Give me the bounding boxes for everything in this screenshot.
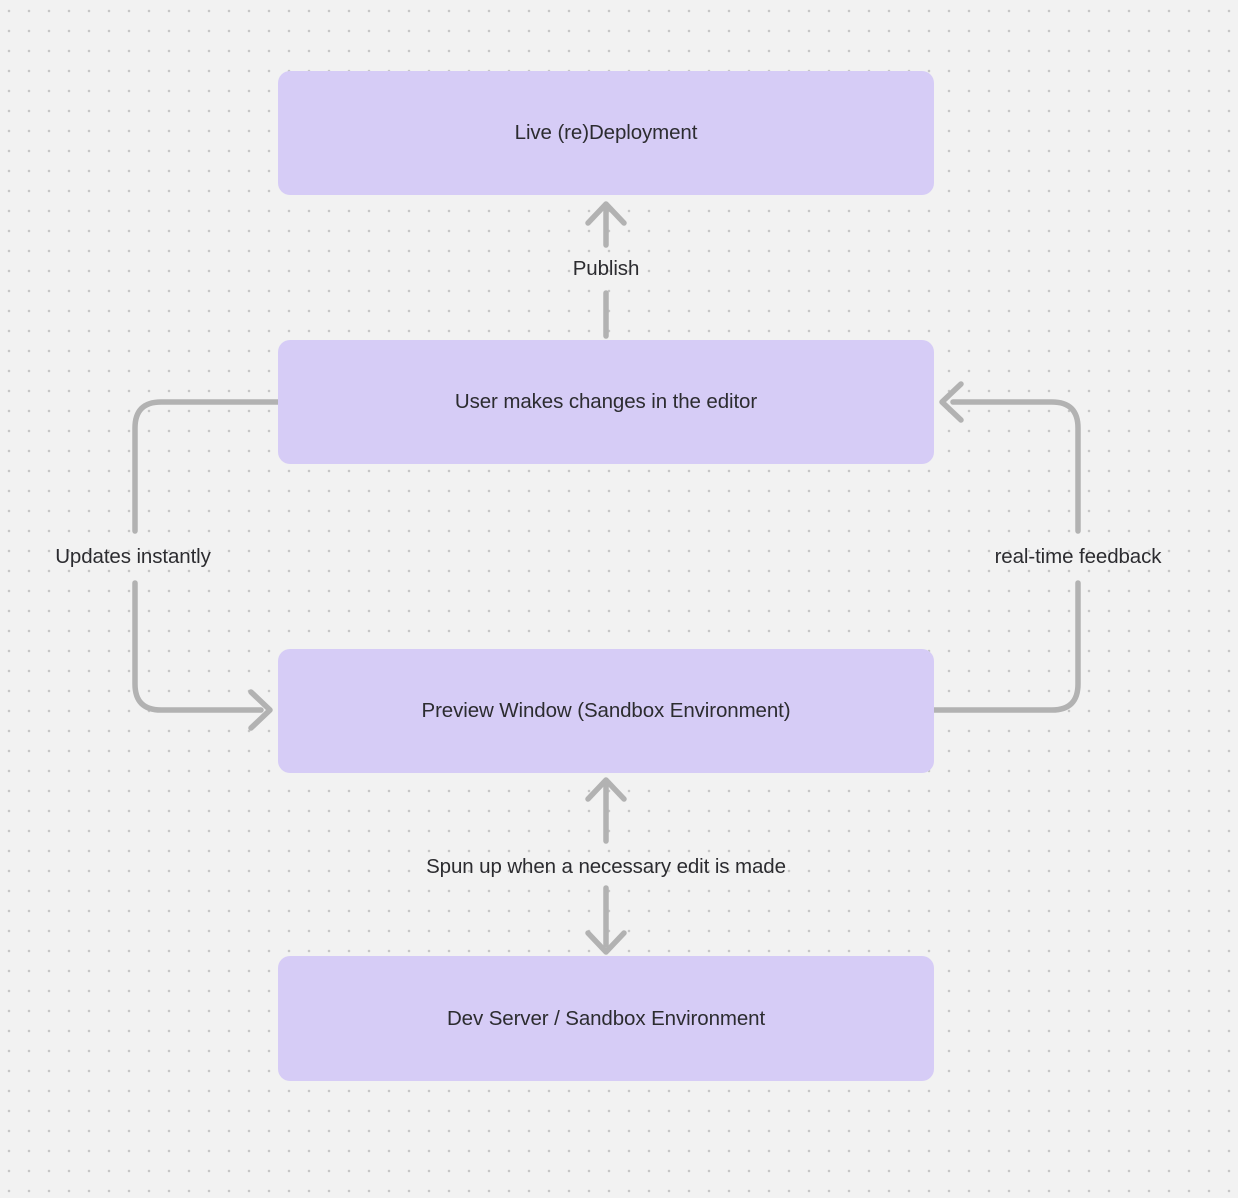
edge-label-publish: Publish xyxy=(572,257,640,280)
node-dev-server-label: Dev Server / Sandbox Environment xyxy=(446,1006,766,1030)
edge-label-real-time-feedback: real-time feedback xyxy=(994,545,1162,568)
arrowhead-up-icon xyxy=(585,201,627,226)
node-preview-window: Preview Window (Sandbox Environment) xyxy=(278,649,934,773)
edge-feedback-line xyxy=(931,399,1081,713)
arrowhead-down-icon xyxy=(585,930,627,955)
node-live-deployment: Live (re)Deployment xyxy=(278,71,934,195)
node-user-edits-label: User makes changes in the editor xyxy=(454,390,758,413)
edge-updates-line xyxy=(132,399,281,713)
node-dev-server: Dev Server / Sandbox Environment xyxy=(278,956,934,1081)
edge-label-updates-instantly: Updates instantly xyxy=(55,545,211,568)
arrowhead-right-icon xyxy=(248,689,273,731)
edge-label-spun-up: Spun up when a necessary edit is made xyxy=(426,855,786,878)
node-user-edits: User makes changes in the editor xyxy=(278,340,934,464)
node-preview-window-label: Preview Window (Sandbox Environment) xyxy=(421,699,791,722)
arrowhead-up-icon xyxy=(585,777,627,802)
node-live-deployment-label: Live (re)Deployment xyxy=(514,121,698,144)
arrowhead-left-icon xyxy=(939,381,964,423)
